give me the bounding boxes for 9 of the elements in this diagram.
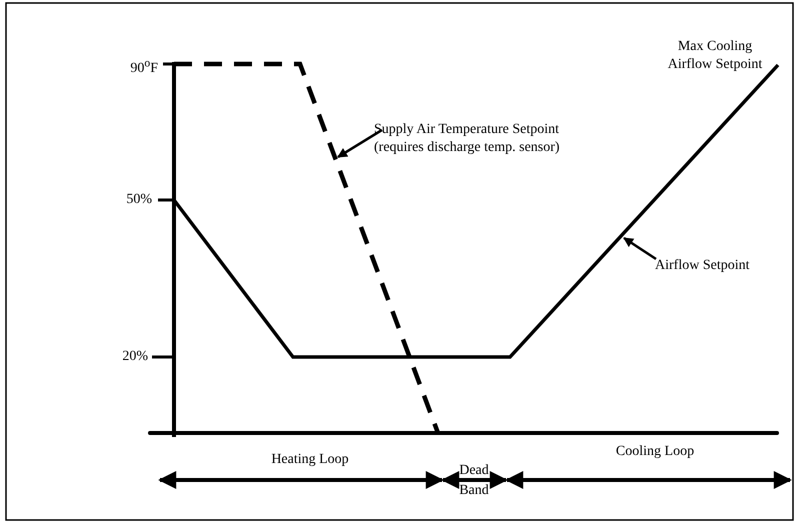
range-label: Cooling Loop bbox=[616, 444, 694, 459]
axis-tick-label: 90$^{o}$F bbox=[130, 60, 158, 76]
curve-label: Max Cooling Airflow Setpoint bbox=[668, 39, 762, 72]
axis-tick-label: 20% bbox=[122, 349, 148, 364]
leader-line bbox=[337, 128, 383, 158]
axis-tick-label: 50% bbox=[126, 192, 152, 207]
range-label: Dead Band bbox=[459, 463, 489, 498]
range-label: Heating Loop bbox=[271, 452, 349, 467]
leader-line bbox=[623, 236, 657, 260]
